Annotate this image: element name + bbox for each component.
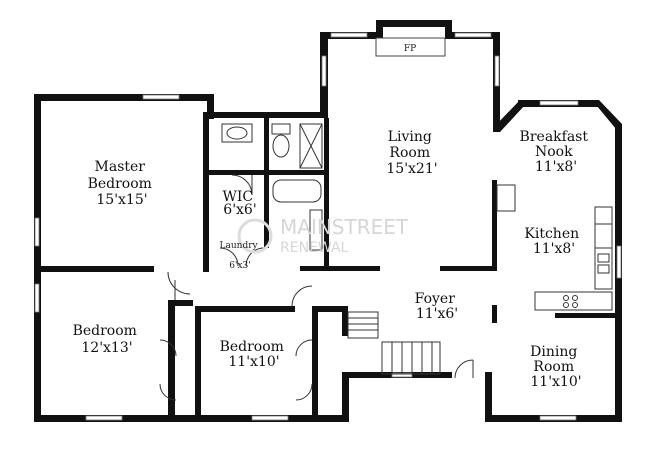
watermark-line1: MAINSTREET xyxy=(280,215,409,239)
room-living-room: Living Room 15'x21' xyxy=(386,129,437,177)
windows xyxy=(34,32,622,421)
room-size: 11'x8' xyxy=(533,241,575,257)
room-size: 15'x15' xyxy=(96,192,147,208)
room-master-bedroom: Master Bedroom 15'x15' xyxy=(88,159,157,208)
room-size: 15'x21' xyxy=(386,161,437,177)
stairs xyxy=(347,311,441,375)
room-name-line: Dining xyxy=(530,344,577,360)
room-name-line: Bedroom xyxy=(220,339,284,355)
room-size: 6'x3' xyxy=(229,261,250,271)
watermark-line2: RENEWAL xyxy=(280,240,349,256)
room-name-line: Room xyxy=(533,359,574,375)
room-labels: Master Bedroom 15'x15' WIC 6'x6' Laundry… xyxy=(73,129,593,390)
bath-fixtures xyxy=(221,123,323,251)
fireplace-label: FP xyxy=(404,44,416,54)
room-breakfast-nook: Breakfast Nook 11'x8' xyxy=(520,129,593,175)
room-name-line: Master xyxy=(95,159,146,175)
room-wic: WIC 6'x6' xyxy=(222,189,257,218)
room-size: 11'x10' xyxy=(530,374,581,390)
room-dining-room: Dining Room 11'x10' xyxy=(530,344,582,390)
room-laundry: Laundry 6'x3' xyxy=(220,241,261,271)
room-size: 11'x6' xyxy=(416,306,458,322)
room-kitchen: Kitchen 11'x8' xyxy=(524,226,583,257)
room-name-line: Bedroom xyxy=(73,323,137,339)
fireplace: FP xyxy=(375,37,446,57)
room-name-line: Room xyxy=(389,145,430,161)
room-name-line: Bedroom xyxy=(88,176,152,192)
room-name-line: Laundry xyxy=(220,241,259,251)
watermark: MAINSTREET RENEWAL xyxy=(237,215,409,256)
room-size: 11'x8' xyxy=(535,159,577,175)
door-swings xyxy=(159,174,474,401)
kitchen-fixtures xyxy=(496,184,613,311)
room-size: 12'x13' xyxy=(81,340,132,356)
room-name-line: Kitchen xyxy=(524,226,579,242)
room-name-line: Nook xyxy=(535,144,573,160)
room-bedroom-3: Bedroom 11'x10' xyxy=(220,339,289,370)
room-size: 11'x10' xyxy=(228,354,279,370)
room-name-line: Living xyxy=(388,129,432,145)
room-name-line: Foyer xyxy=(415,291,456,307)
room-size: 6'x6' xyxy=(223,202,256,218)
room-name-line: Breakfast xyxy=(520,129,589,145)
room-bedroom-2: Bedroom 12'x13' xyxy=(73,323,142,356)
room-name-line: WIC xyxy=(222,189,253,205)
interior-walls xyxy=(34,112,622,422)
room-foyer: Foyer 11'x6' xyxy=(415,291,460,322)
